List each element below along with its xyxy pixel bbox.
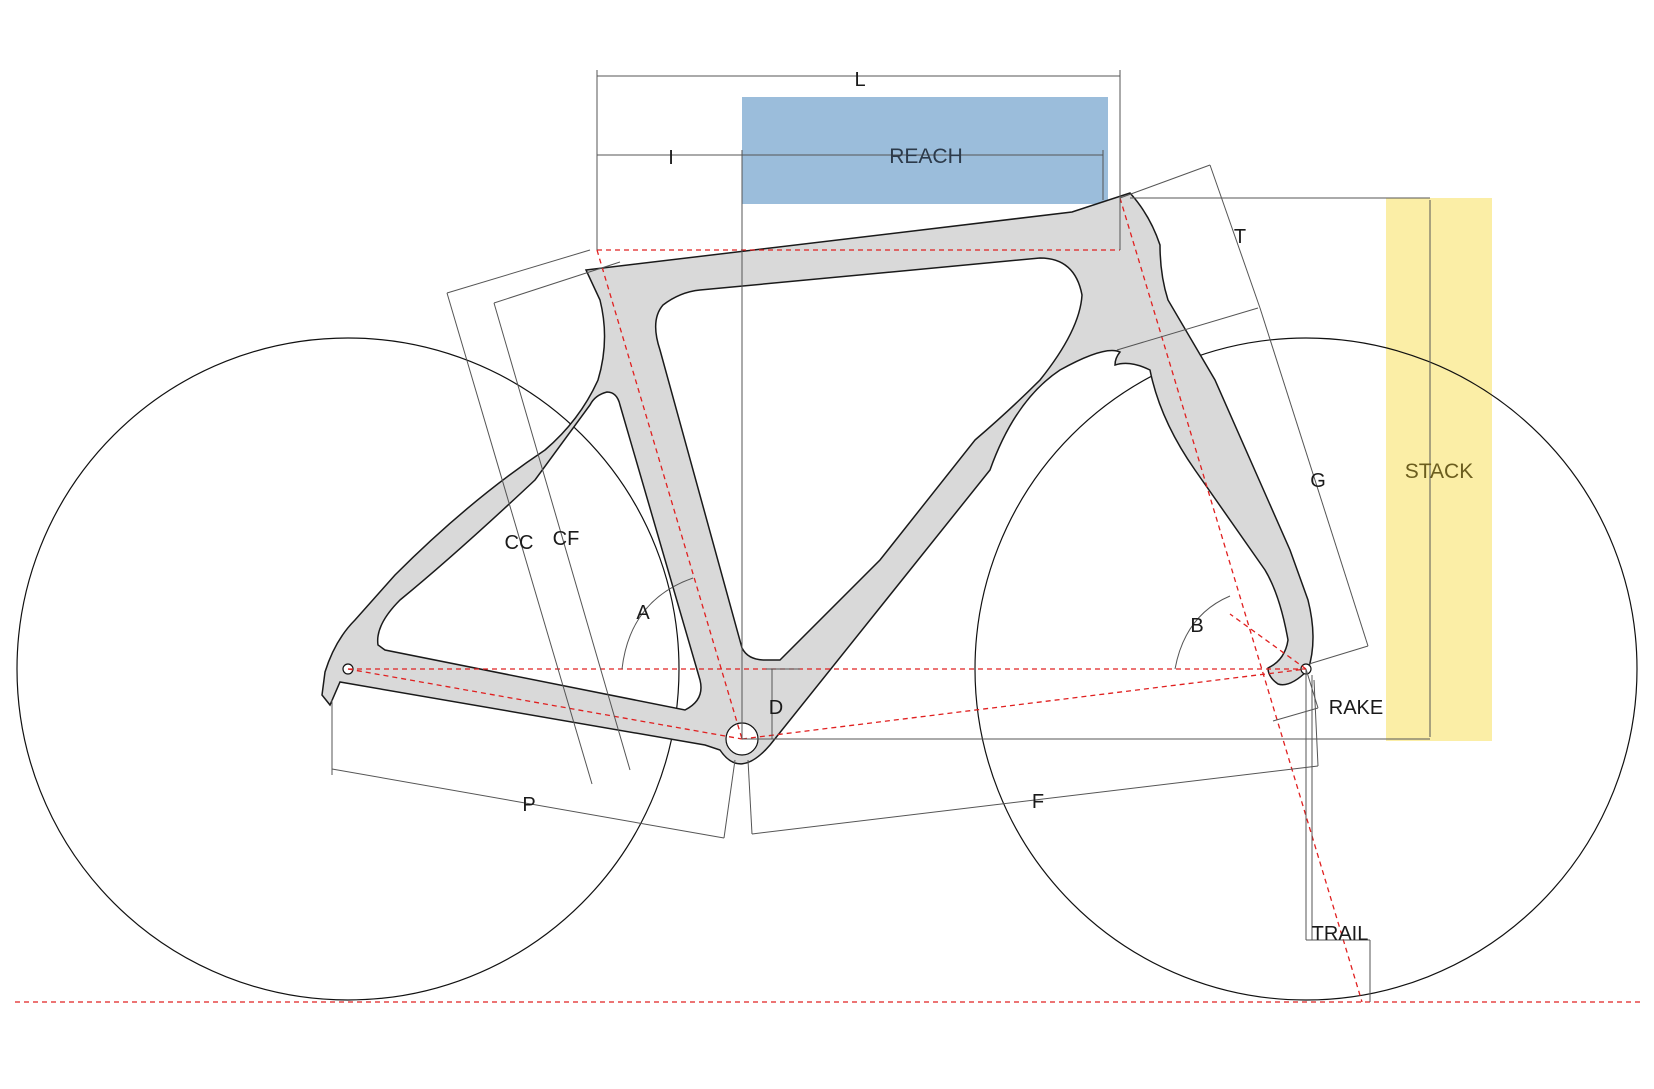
frame-centerlines [347, 197, 1363, 1003]
label-stack: STACK [1405, 460, 1473, 483]
stack-highlight [1386, 198, 1492, 741]
label-T: T [1234, 226, 1246, 248]
label-A: A [636, 602, 650, 624]
front-wheel [974, 337, 1638, 1001]
angle-B-arc [1174, 595, 1231, 670]
label-G: G [1310, 470, 1326, 492]
label-reach: REACH [889, 145, 963, 168]
label-B: B [1190, 615, 1203, 637]
dim-P [331, 700, 736, 839]
rear-wheel [16, 337, 680, 1001]
dim-F [747, 679, 1319, 835]
dim-G [1116, 307, 1369, 665]
dim-CC [446, 249, 593, 785]
label-F: F [1032, 791, 1044, 813]
dim-L [596, 70, 1121, 250]
label-trail: TRAIL [1312, 923, 1369, 945]
dim-stack [742, 197, 1431, 740]
label-P: P [522, 794, 535, 816]
label-D: D [769, 697, 783, 719]
label-L: L [854, 69, 865, 91]
dim-CF [493, 261, 631, 771]
label-CF: CF [553, 528, 580, 550]
dim-T [1119, 164, 1261, 309]
dim-I [597, 150, 743, 739]
label-CC: CC [505, 532, 534, 554]
label-rake: RAKE [1329, 697, 1383, 719]
bike-frame [321, 192, 1314, 765]
reach-highlight [742, 97, 1108, 204]
label-I: I [668, 147, 674, 169]
angle-A-arc [621, 577, 694, 670]
dim-reach [742, 150, 1104, 200]
dim-D [766, 668, 800, 739]
dim-trail [1305, 669, 1371, 1002]
